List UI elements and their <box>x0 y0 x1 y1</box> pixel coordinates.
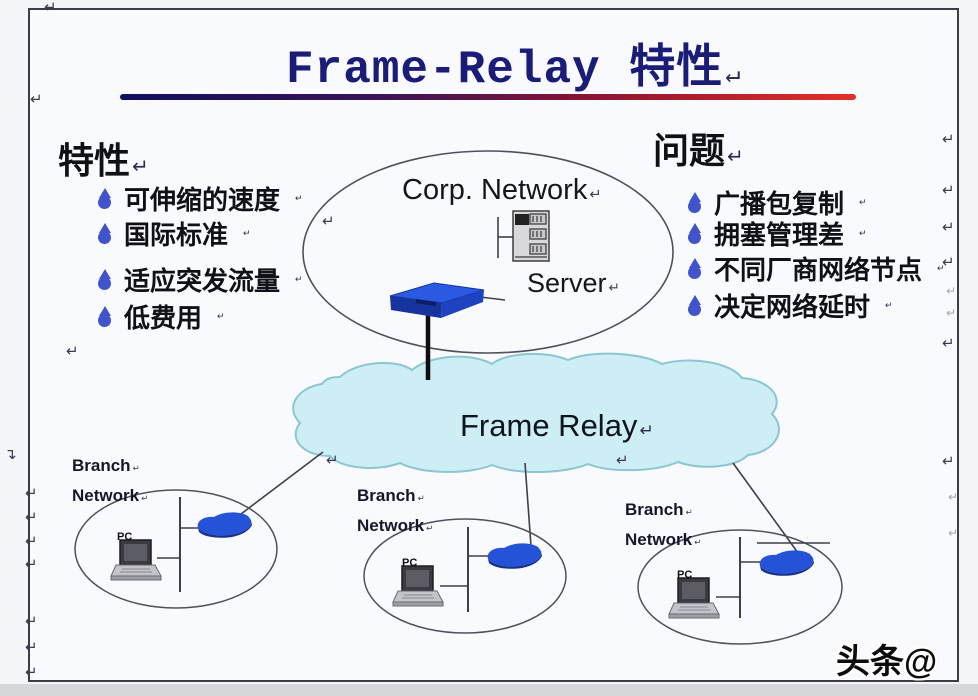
branch3-ellipse <box>637 529 843 645</box>
link-cloud-branch3 <box>732 462 802 558</box>
link-cloud-branch2 <box>524 462 532 547</box>
branch3-router-icon <box>759 550 814 576</box>
branch2-pc-icon <box>392 565 444 607</box>
server-icon <box>512 210 550 262</box>
corp-router-stub <box>479 296 506 301</box>
page-edge-strip <box>0 684 978 696</box>
branch2-router-icon <box>487 543 542 569</box>
frame-relay-cloud <box>292 352 780 474</box>
corp-router-icon <box>389 282 485 318</box>
branch1-ellipse <box>74 489 278 609</box>
branch3-pc-icon <box>668 577 720 619</box>
branch1-pc-icon <box>110 539 162 581</box>
link-cloud-branch1 <box>236 451 324 518</box>
corp-network-ellipse <box>302 150 674 354</box>
branch2-ellipse <box>363 518 567 634</box>
branch1-router-icon <box>197 512 252 538</box>
